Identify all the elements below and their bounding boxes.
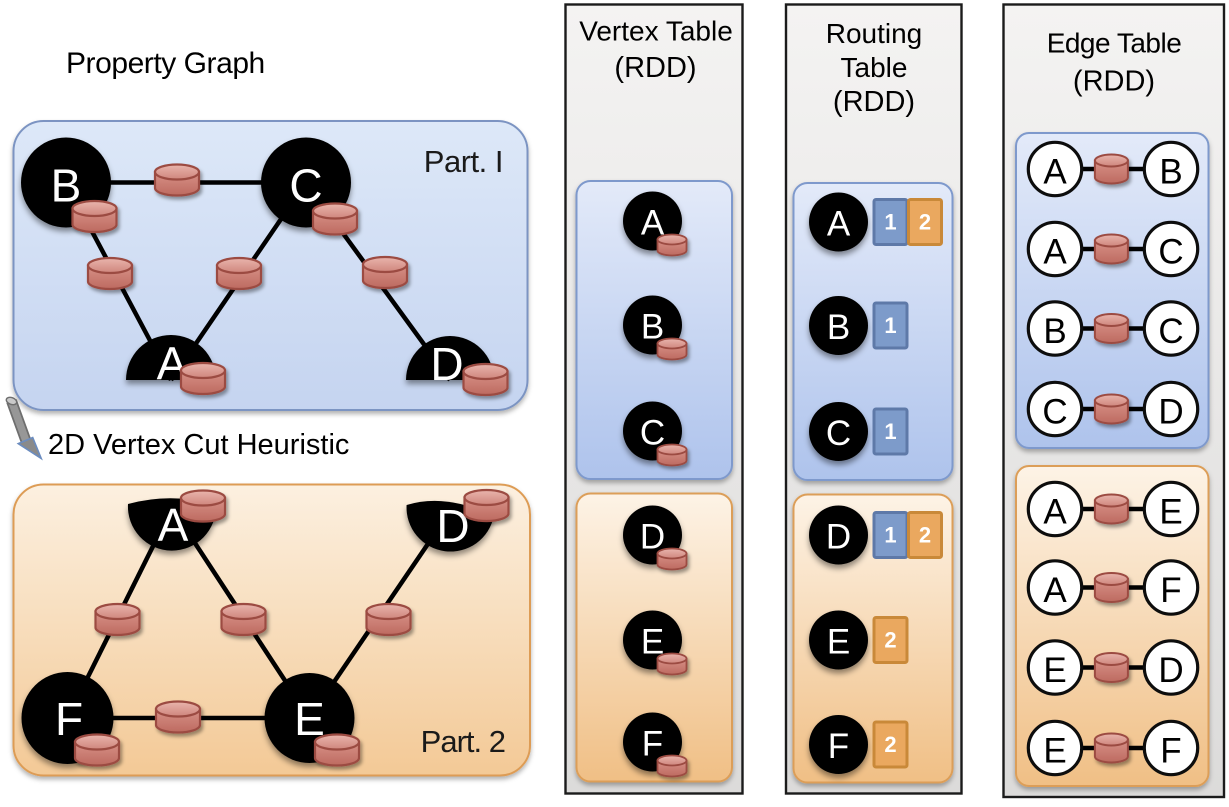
svg-text:B: B: [641, 308, 664, 347]
svg-text:(RDD): (RDD): [1073, 66, 1155, 98]
svg-text:(RDD): (RDD): [833, 86, 915, 118]
svg-text:1: 1: [884, 523, 896, 548]
svg-text:Routing: Routing: [826, 18, 923, 49]
svg-text:F: F: [1160, 571, 1181, 610]
svg-text:D: D: [430, 338, 463, 390]
svg-text:F: F: [1160, 732, 1181, 771]
svg-text:Vertex Table: Vertex Table: [579, 16, 733, 47]
svg-text:Part. I: Part. I: [424, 144, 503, 179]
svg-text:A: A: [1043, 153, 1067, 192]
svg-text:2D Vertex Cut Heuristic: 2D Vertex Cut Heuristic: [48, 429, 349, 461]
svg-text:A: A: [1043, 571, 1067, 610]
svg-text:E: E: [1043, 732, 1066, 771]
svg-text:D: D: [1158, 651, 1183, 690]
svg-text:C: C: [289, 160, 322, 212]
svg-text:Table: Table: [841, 52, 908, 83]
svg-text:(RDD): (RDD): [614, 52, 696, 84]
svg-text:E: E: [641, 623, 664, 662]
svg-text:Part. 2: Part. 2: [421, 724, 505, 759]
svg-text:E: E: [1043, 651, 1066, 690]
svg-text:2: 2: [884, 732, 896, 757]
svg-text:F: F: [828, 727, 849, 766]
svg-text:B: B: [1159, 153, 1182, 192]
svg-text:2: 2: [884, 628, 896, 653]
svg-text:C: C: [1158, 312, 1183, 351]
svg-text:1: 1: [884, 419, 896, 444]
svg-text:A: A: [1043, 233, 1067, 272]
svg-text:D: D: [1158, 393, 1183, 432]
svg-text:A: A: [1043, 493, 1067, 532]
svg-text:B: B: [1043, 312, 1066, 351]
svg-text:2: 2: [919, 523, 931, 548]
svg-text:1: 1: [884, 210, 896, 235]
svg-text:B: B: [827, 308, 850, 347]
svg-text:F: F: [642, 725, 663, 764]
svg-text:Edge Table: Edge Table: [1047, 28, 1182, 59]
svg-text:C: C: [826, 414, 851, 453]
svg-text:E: E: [1159, 493, 1182, 532]
svg-text:2: 2: [919, 210, 931, 235]
svg-text:D: D: [826, 518, 851, 557]
svg-text:C: C: [1042, 393, 1067, 432]
svg-text:E: E: [827, 623, 850, 662]
svg-text:B: B: [51, 160, 82, 212]
svg-text:C: C: [1158, 233, 1183, 272]
svg-text:A: A: [827, 205, 851, 244]
svg-text:Property Graph: Property Graph: [66, 47, 265, 80]
svg-text:F: F: [55, 693, 83, 745]
svg-text:1: 1: [884, 313, 896, 338]
